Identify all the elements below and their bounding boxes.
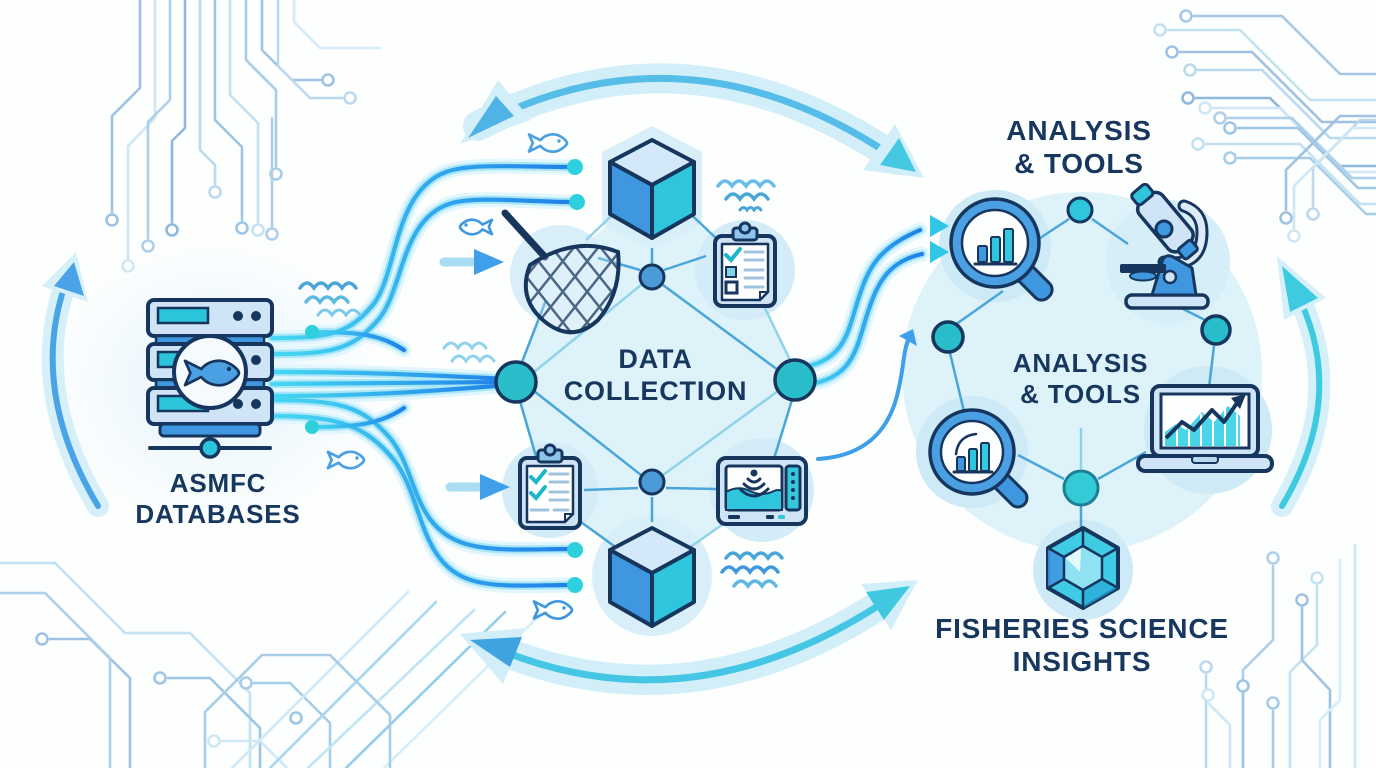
flow-arrow-curved-icon: [816, 329, 917, 461]
data-collection-line2: COLLECTION: [563, 375, 748, 406]
fish-emblem-icon: [172, 334, 248, 410]
data-gem-icon: [1046, 526, 1120, 610]
cycle-arrow-right-icon: [1277, 256, 1326, 506]
network-nodes-center: [494, 263, 817, 496]
data-cube-top-icon: [608, 138, 696, 240]
server-node: [199, 437, 221, 459]
analysis-tools-title: ANALYSIS & TOOLS: [944, 114, 1214, 180]
server-database-icon: [146, 298, 274, 459]
analysis-title-line2: & TOOLS: [1014, 148, 1144, 180]
asmfc-databases-label: ASMFC DATABASES: [88, 468, 348, 529]
analysis-inner-line2: & TOOLS: [1020, 378, 1141, 409]
cycle-arrow-top-icon: [460, 78, 924, 178]
analysis-title-line1: ANALYSIS: [1006, 115, 1152, 146]
flow-arrow-upper-icon: [439, 249, 504, 275]
fishing-net-icon: [501, 209, 621, 335]
clipboard-checklist-top-icon: [713, 221, 777, 308]
magnifier-bar-chart-bottom-icon: [928, 408, 1029, 509]
insights-line2: INSIGHTS: [1012, 646, 1152, 678]
cycle-arrow-left-icon: [42, 252, 98, 506]
analysis-tools-inner-label: ANALYSIS & TOOLS: [958, 348, 1203, 409]
analysis-inner-line1: ANALYSIS: [1012, 348, 1149, 378]
data-stream-icon: [272, 159, 585, 593]
insights-line1: FISHERIES SCIENCE: [935, 613, 1229, 644]
clipboard-checklist-bottom-icon: [518, 443, 582, 530]
data-collection-label: DATA COLLECTION: [518, 344, 793, 408]
laptop-chart-icon: [1136, 384, 1274, 473]
asmfc-line2: DATABASES: [135, 498, 301, 529]
data-stream-right-icon: [798, 215, 949, 385]
fish-icon: [326, 133, 574, 620]
microscope-icon: [1120, 182, 1210, 310]
network-nodes-analysis: [931, 196, 1232, 507]
data-cube-bottom-icon: [608, 526, 696, 628]
circuit-trace-top-left-icon: [105, 0, 382, 273]
flow-arrow-lower-icon: [445, 474, 510, 500]
data-collection-line1: DATA: [618, 344, 693, 374]
sonar-monitor-icon: [716, 456, 808, 526]
circuit-trace-bottom-right-icon: [1199, 543, 1357, 768]
cycle-arrow-bottom-icon: [460, 580, 918, 684]
circuit-trace-bottom-left-icon: [0, 561, 542, 768]
fisheries-science-insights-label: FISHERIES SCIENCE INSIGHTS: [888, 612, 1276, 678]
magnifier-bar-chart-top-icon: [949, 197, 1054, 302]
asmfc-line1: ASMFC: [169, 468, 267, 498]
circuit-trace-top-right-icon: [1153, 9, 1376, 243]
